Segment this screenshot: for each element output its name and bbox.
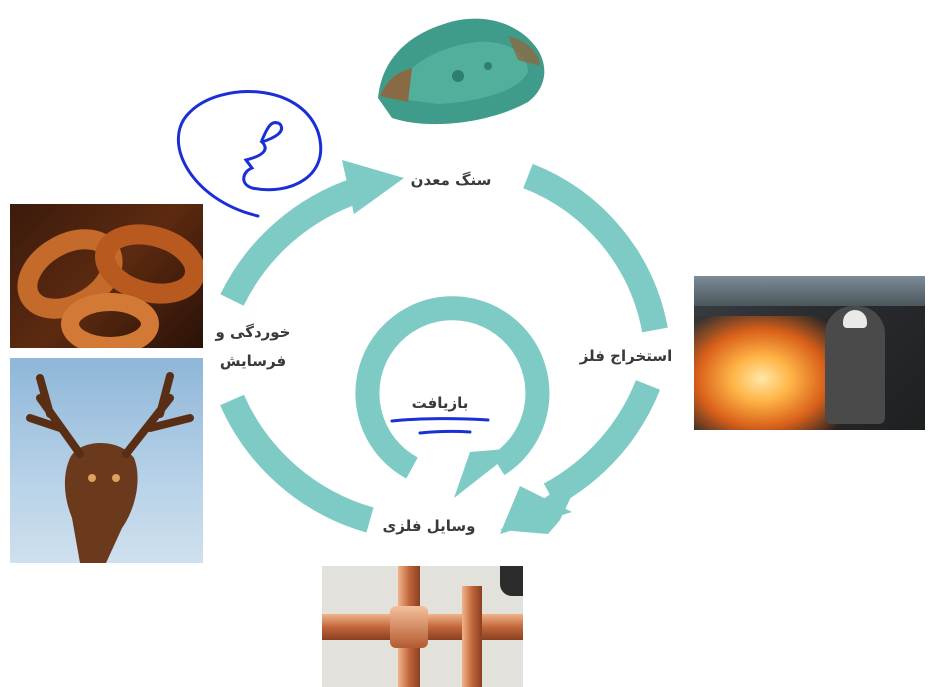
label-recycling: بازیافت xyxy=(411,394,469,412)
underline-mark-2 xyxy=(418,429,472,435)
arrow-extraction-to-items xyxy=(543,380,661,507)
arrow-corrosion-to-ore xyxy=(220,177,363,306)
arrowhead-items-main xyxy=(500,486,572,534)
label-ore: سنگ معدن xyxy=(410,171,492,189)
ore-rock-photo xyxy=(368,6,548,130)
label-corrosion-line1: خوردگی و xyxy=(215,323,291,341)
label-corrosion-line2: فرسایش xyxy=(219,352,287,370)
arrowhead-ore xyxy=(342,160,404,214)
arrow-ore-to-extraction xyxy=(523,163,668,333)
arrow-items-to-corrosion xyxy=(220,394,374,533)
rusted-deer-sculpture-photo xyxy=(10,358,203,563)
recycling-loop xyxy=(355,296,550,479)
copper-pipes-photo xyxy=(322,566,523,687)
rusty-chain-photo xyxy=(10,204,203,348)
furnace-worker-photo xyxy=(694,276,925,430)
label-extraction: استخراج فلز xyxy=(579,347,673,365)
handwriting-scribble xyxy=(176,90,323,218)
arrowhead-recycling xyxy=(454,448,518,498)
label-metal-items: وسایل فلزی xyxy=(382,517,476,535)
underline-mark-1 xyxy=(390,417,490,423)
